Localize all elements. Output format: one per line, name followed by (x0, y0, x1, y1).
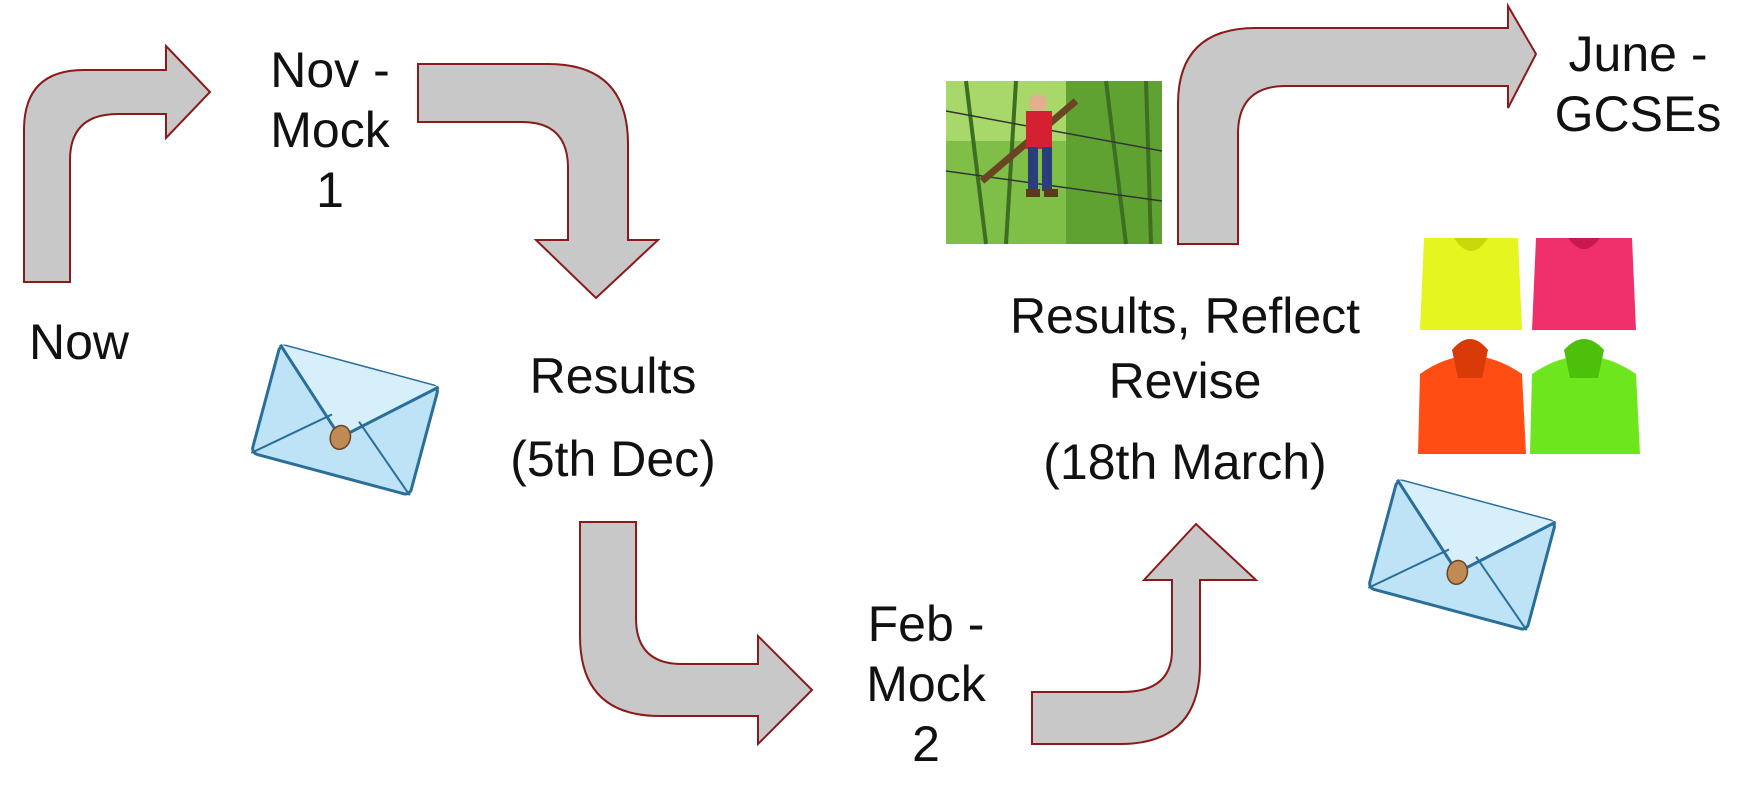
stage-results1-line: (5th Dec) (510, 430, 716, 487)
arrow-results1-to-mock2 (579, 521, 814, 747)
stage-mock2-line: Feb - (867, 596, 985, 652)
arrow-now-to-mock1 (23, 43, 212, 283)
envelope-icon (1367, 478, 1557, 631)
arrow-results2-to-gcse (1177, 2, 1538, 245)
arrow-mock2-to-results2 (1031, 522, 1259, 745)
stage-results2-line: Results, Reflect (1009, 288, 1361, 344)
stage-mock2-label: Feb - Mock 2 (826, 594, 1026, 774)
stage-results1-label: Results (5th Dec) (478, 335, 748, 500)
stage-mock2-line: 2 (912, 716, 940, 772)
stage-mock1-label: Nov - Mock 1 (236, 40, 424, 220)
stage-mock1-line: 1 (316, 162, 344, 218)
stage-mock1-line: Mock (270, 102, 390, 158)
stage-now-line: Now (28, 314, 130, 370)
envelope-icon (250, 343, 440, 496)
stage-mock2-line: Mock (866, 656, 986, 712)
treetop-adventure-photo (945, 80, 1163, 245)
stage-gcse-line: June - (1568, 26, 1708, 82)
stage-now-label: Now (4, 312, 154, 372)
stage-mock1-line: Nov - (270, 42, 390, 98)
stage-results2-line: (18th March) (1043, 434, 1327, 490)
hoodies-photo (1418, 238, 1640, 454)
stage-results2-label: Results, Reflect Revise (18th March) (960, 284, 1410, 495)
arrow-mock1-to-results1 (417, 63, 661, 300)
stage-gcse-label: June - GCSEs (1538, 24, 1738, 144)
stage-gcse-line: GCSEs (1554, 86, 1722, 142)
stage-results2-line: Revise (1108, 353, 1262, 409)
stage-results1-line: Results (529, 348, 697, 404)
